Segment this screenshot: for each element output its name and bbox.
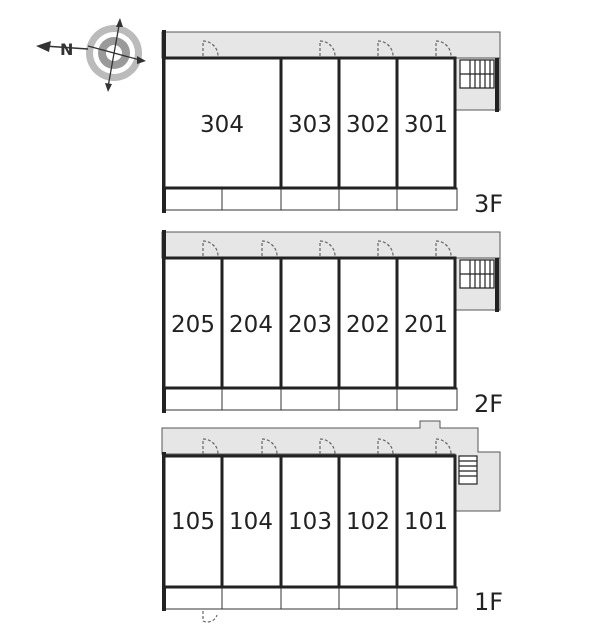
floor-label-2f: 2F	[474, 390, 503, 418]
unit-label-105: 105	[171, 509, 215, 535]
unit-label-202: 202	[346, 312, 390, 338]
unit-302: 302	[337, 56, 399, 190]
north-label: N	[60, 40, 73, 59]
floor-1f: 105 104 103 102 101	[161, 420, 503, 623]
unit-105: 105	[162, 454, 224, 589]
floor-label-3f: 3F	[474, 190, 503, 218]
unit-202: 202	[337, 256, 399, 390]
unit-label-203: 203	[288, 312, 332, 338]
unit-label-104: 104	[229, 509, 273, 535]
unit-label-302: 302	[346, 112, 390, 138]
unit-label-205: 205	[171, 312, 215, 338]
staircase-3f	[459, 59, 495, 89]
floor-label-1f: 1F	[474, 588, 503, 616]
unit-label-204: 204	[229, 312, 273, 338]
compass-rose-icon: N	[36, 18, 146, 92]
door-swing-icon	[202, 438, 452, 623]
unit-label-101: 101	[404, 509, 448, 535]
unit-301: 301	[395, 56, 457, 190]
unit-101: 101	[395, 454, 457, 589]
unit-205: 205	[162, 256, 224, 390]
door-swing-icon	[202, 40, 452, 57]
unit-label-201: 201	[404, 312, 448, 338]
unit-102: 102	[337, 454, 399, 589]
staircase-2f	[459, 259, 495, 289]
unit-label-304: 304	[200, 112, 244, 138]
unit-label-103: 103	[288, 509, 332, 535]
unit-103: 103	[279, 454, 341, 589]
staircase-1f	[458, 455, 478, 485]
unit-label-303: 303	[288, 112, 332, 138]
door-swing-icon	[202, 240, 452, 257]
unit-204: 204	[220, 256, 283, 390]
floor-3f: 304 303 302 301 3F	[161, 30, 503, 218]
unit-label-301: 301	[404, 112, 448, 138]
unit-201: 201	[395, 256, 457, 390]
unit-203: 203	[279, 256, 341, 390]
floor-2f: 205 204 203 202 201	[161, 230, 503, 418]
unit-104: 104	[220, 454, 283, 589]
unit-label-102: 102	[346, 509, 390, 535]
unit-304: 304	[162, 56, 283, 190]
unit-303: 303	[279, 56, 341, 190]
